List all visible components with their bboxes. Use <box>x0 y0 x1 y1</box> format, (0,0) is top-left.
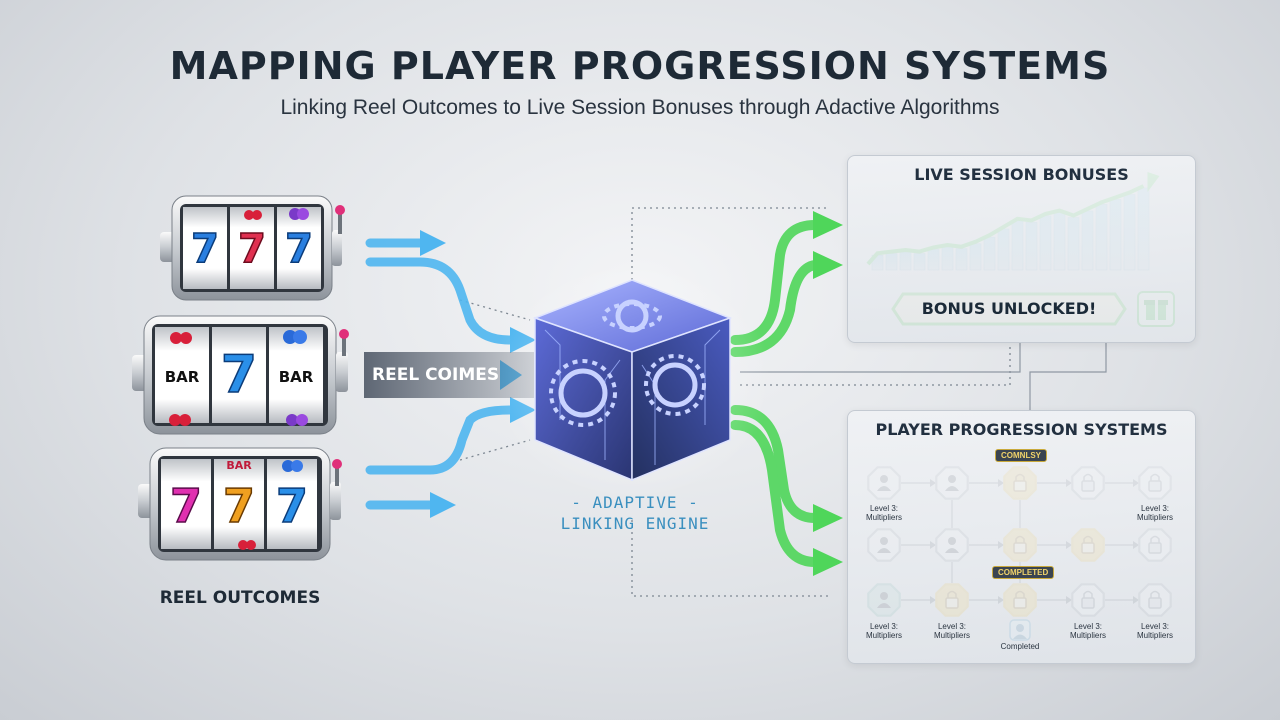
slot-machine-1 <box>160 195 345 301</box>
blue-arrows <box>365 238 515 510</box>
reel-symbol: BAR <box>279 368 314 386</box>
reel-symbol: BAR <box>226 459 252 472</box>
plum-icon <box>282 208 309 472</box>
reel-outcomes-tag: REEL COIMES <box>364 352 534 398</box>
progress-badge-completed: COMPLETED <box>992 566 1055 579</box>
node-label: Level 3: Multipliers <box>1136 504 1173 522</box>
engine-label-line1: - ADAPTIVE - <box>571 493 699 512</box>
reel-outcomes-label: REEL OUTCOMES <box>159 588 321 608</box>
progress-badge-top: COMNLSY <box>995 449 1047 462</box>
node-label: Completed <box>1000 642 1040 651</box>
node-label: Level 3: Multipliers <box>1069 622 1106 640</box>
slot-machine-3 <box>138 447 342 561</box>
reel-symbol: 7 <box>276 479 308 533</box>
node-label: Level 3: Multipliers <box>1136 622 1173 640</box>
adaptive-engine-cube <box>492 260 772 500</box>
page-subtitle: Linking Reel Outcomes to Live Session Bo… <box>280 96 1000 119</box>
live-session-bonuses-panel: LIVE SESSION BONUSES <box>847 155 1196 343</box>
page-title: MAPPING PLAYER PROGRESSION SYSTEMS <box>169 44 1111 88</box>
slot-machine-2 <box>132 315 349 435</box>
node-label: Level 3: Multipliers <box>865 504 902 522</box>
engine-label-line2: LINKING ENGINE <box>560 514 710 533</box>
node-label: Level 3: Multipliers <box>933 622 970 640</box>
green-arrowheads <box>813 211 843 576</box>
progression-panel-title: PLAYER PROGRESSION SYSTEMS <box>875 420 1168 439</box>
gear-icon <box>558 299 698 418</box>
reel-symbol: 7 <box>223 479 255 533</box>
engine-label: - ADAPTIVE - LINKING ENGINE <box>520 492 750 534</box>
node-label: Level 3: Multipliers <box>865 622 902 640</box>
bonus-panel-title: LIVE SESSION BONUSES <box>914 165 1129 184</box>
cherry-icon <box>169 210 262 550</box>
reel-symbol: 7 <box>285 226 313 272</box>
reel-symbol: BAR <box>165 368 200 386</box>
reel-symbol: 7 <box>238 226 266 272</box>
reel-symbol: 7 <box>191 226 219 272</box>
reel-symbol: 7 <box>170 479 202 533</box>
reel-symbol: 7 <box>221 345 257 405</box>
bonus-unlocked-label: BONUS UNLOCKED! <box>921 299 1097 318</box>
thin-connectors <box>740 342 1107 410</box>
